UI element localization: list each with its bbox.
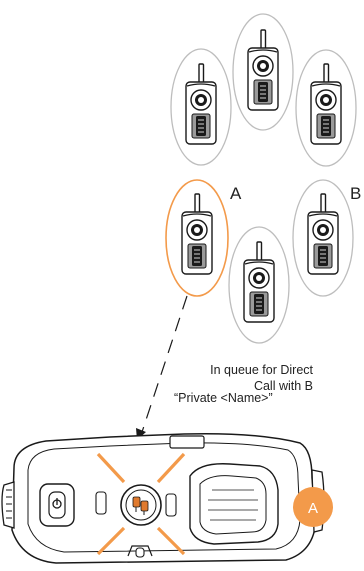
radio-unit-selected-a xyxy=(165,179,229,297)
queue-note-line1: In queue for Direct xyxy=(210,363,313,377)
private-call-icon xyxy=(132,496,149,515)
group-b-label: B xyxy=(350,184,361,203)
radio-unit-top-left xyxy=(170,48,232,166)
radio-unit-top-center xyxy=(232,13,294,131)
indicator-badge: A xyxy=(293,487,333,527)
radio-unit-bottom-right xyxy=(292,179,354,297)
queue-note-line2: Call with B xyxy=(254,379,313,393)
badge-letter: A xyxy=(308,500,318,517)
group-a-label: A xyxy=(230,184,242,203)
orange-x-marks xyxy=(96,452,186,556)
radio-top-view xyxy=(1,432,325,564)
display-text: “Private <Name>” xyxy=(174,391,273,405)
queue-dashed-line xyxy=(141,295,188,433)
private-call-button xyxy=(120,484,162,526)
radio-unit-bottom-center xyxy=(228,226,290,344)
radio-unit-top-right xyxy=(295,49,357,167)
